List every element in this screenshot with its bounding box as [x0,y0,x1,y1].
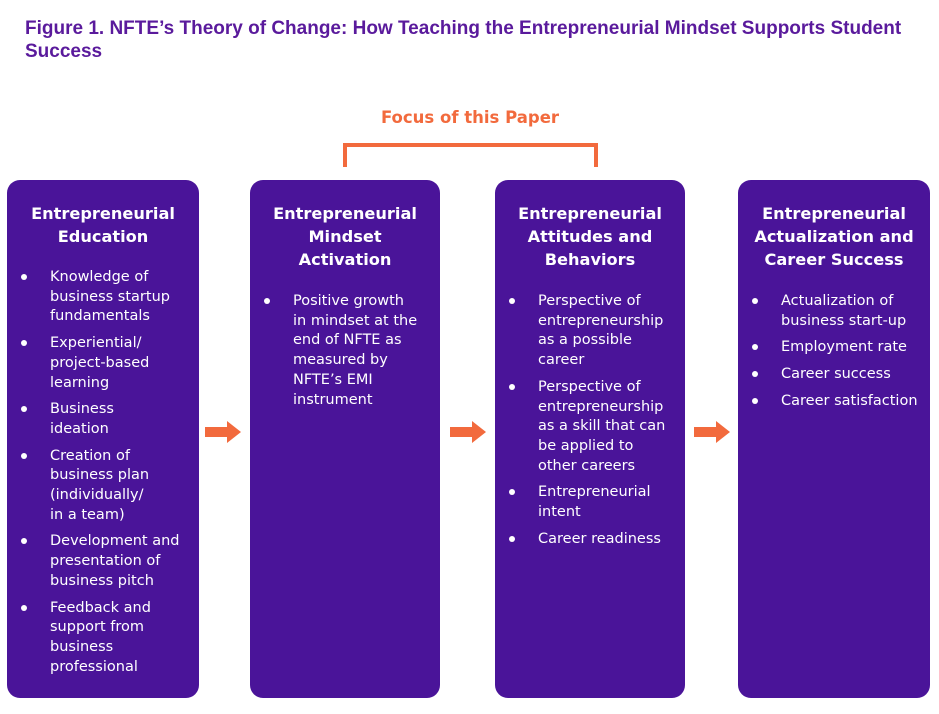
stage-box-entrepreneurial-attitudes-and-behaviors: Entrepreneurial Attitudes and Behaviors … [495,180,685,698]
list-item-text: Actualization of business start-up [781,293,907,329]
bullet-icon [752,397,758,404]
focus-label: Focus of this Paper [380,108,560,127]
list-item-text: Development and presentation of business… [50,533,180,589]
stage-item-list: Actualization of business start-up Emplo… [738,271,930,412]
bullet-icon [509,535,515,542]
stage-title: Entrepreneurial Attitudes and Behaviors [518,204,662,269]
bullet-icon [21,538,27,545]
list-item-text: Positive growth in mindset at the end of… [293,293,418,408]
list-item: Perspective of entrepreneurship as a ski… [495,378,685,477]
list-item: Perspective of entrepreneurship as a pos… [495,292,685,371]
bullet-icon [752,371,758,378]
list-item-text: Creation of business plan (individually/… [50,447,150,523]
bullet-icon [21,452,27,459]
figure-title: Figure 1. NFTE’s Theory of Change: How T… [25,18,902,62]
bullet-icon [21,604,27,611]
arrow-right-icon [205,421,241,443]
focus-bracket [343,143,598,167]
bullet-icon [21,406,27,413]
stage-box-entrepreneurial-actualization-and-career-success: Entrepreneurial Actualization and Career… [738,180,930,698]
list-item: Experiential/ project-based learning [7,334,199,393]
stage-item-list: Perspective of entrepreneurship as a pos… [495,271,685,549]
list-item-text: Perspective of entrepreneurship as a ski… [538,378,666,474]
bullet-icon [264,298,270,304]
list-item: Business ideation [7,400,199,439]
list-item: Employment rate [738,338,930,358]
list-item-text: Career success [781,366,891,383]
list-item-text: Career satisfaction [781,392,918,409]
arrow-right-icon [694,421,730,443]
stage-box-entrepreneurial-mindset-activation: Entrepreneurial Mindset Activation Posit… [250,180,440,698]
list-item: Feedback and support from business profe… [7,599,199,678]
list-item-text: Employment rate [781,339,907,356]
list-item: Career satisfaction [738,392,930,412]
list-item-text: Experiential/ project-based learning [50,335,150,391]
bullet-icon [509,298,515,304]
list-item: Actualization of business start-up [738,292,930,331]
list-item-text: Business ideation [50,401,114,437]
stage-item-list: Positive growth in mindset at the end of… [250,271,440,410]
bullet-icon [509,383,515,390]
bullet-icon [21,274,27,280]
bullet-icon [509,489,515,496]
list-item: Knowledge of business startup fundamenta… [7,268,199,327]
list-item: Creation of business plan (individually/… [7,447,199,526]
arrow-right-icon [450,421,486,443]
list-item-text: Feedback and support from business profe… [50,599,151,675]
list-item-text: Entrepreneurial intent [538,484,651,521]
stage-title: Entrepreneurial Actualization and Career… [754,204,914,269]
stage-title: Entrepreneurial Mindset Activation [273,204,417,269]
list-item-text: Knowledge of business startup fundamenta… [50,269,170,325]
list-item: Positive growth in mindset at the end of… [250,292,440,410]
bullet-icon [752,298,758,304]
bullet-icon [752,344,758,351]
list-item-text: Perspective of entrepreneurship as a pos… [538,293,664,369]
list-item: Career readiness [495,530,685,550]
list-item: Entrepreneurial intent [495,483,685,522]
list-item: Development and presentation of business… [7,532,199,591]
stage-item-list: Knowledge of business startup fundamenta… [7,248,199,677]
stage-title: Entrepreneurial Education [31,204,175,246]
stage-box-entrepreneurial-education: Entrepreneurial Education Knowledge of b… [7,180,199,698]
bullet-icon [21,340,27,347]
list-item: Career success [738,365,930,385]
list-item-text: Career readiness [538,530,661,547]
